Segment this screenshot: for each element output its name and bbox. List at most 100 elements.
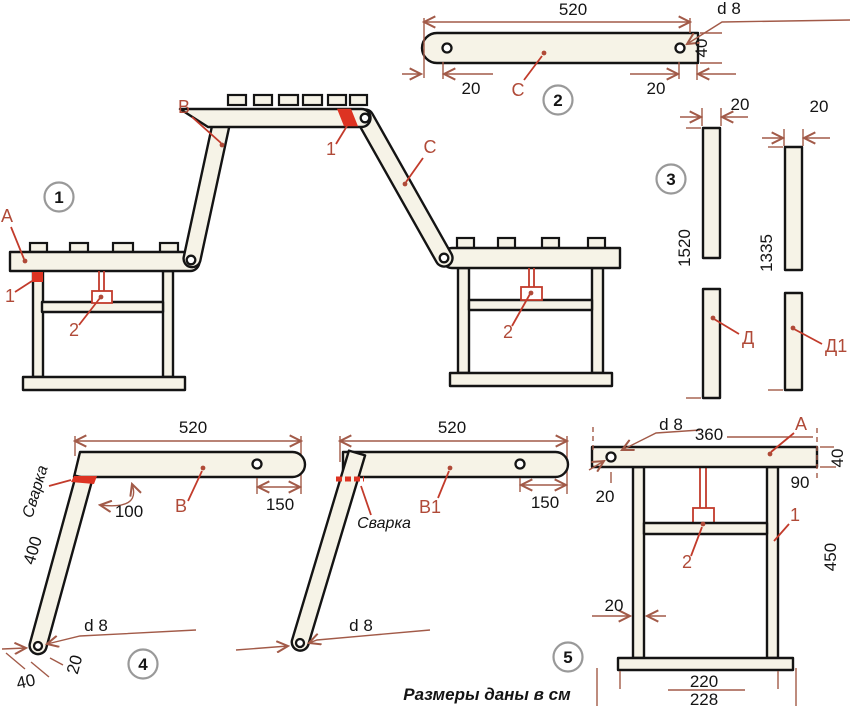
- dim-b1-length: 520: [438, 418, 466, 437]
- dim-150-b: 150: [257, 478, 300, 514]
- bench-seat: [590, 445, 819, 469]
- leader-a: [10, 226, 25, 260]
- label-slat-d1: Д1: [825, 336, 847, 356]
- dim-20-d: 20: [680, 95, 749, 126]
- label-b1-group: В1: [419, 465, 453, 517]
- part-b1-leg: [290, 449, 367, 652]
- label-bracket-left: 2: [69, 320, 79, 340]
- dim-b-angle: 100: [115, 502, 143, 521]
- part-c-hole-right: [674, 42, 686, 54]
- units-note: Размеры даны в см: [403, 685, 571, 704]
- label-part-b: В: [178, 97, 190, 117]
- view-assembly: А В С 1 1 2 2 1: [1, 93, 622, 392]
- dim-40-bench: 40: [820, 446, 847, 468]
- latch-bracket: [692, 507, 715, 524]
- label-1-bench: 1: [773, 505, 800, 542]
- dim-seat-thickness: 40: [828, 449, 847, 468]
- label-slat-d: Д: [742, 328, 754, 348]
- left-bench: [8, 241, 201, 392]
- badge-1-number: 1: [54, 188, 63, 207]
- dim-b-hole-end-offset: 20: [63, 653, 86, 676]
- dim-d8: d 8: [687, 0, 850, 44]
- right-bench-leg-left: [456, 266, 471, 375]
- left-bench-leg-left: [31, 269, 45, 379]
- dim-hole-offset-right: 20: [647, 79, 666, 98]
- dim-20-leg: 20: [592, 596, 666, 616]
- slat-d-upper: [701, 126, 722, 260]
- weld-marker-1-left: [32, 272, 43, 282]
- right-bench-foot: [448, 371, 614, 388]
- dim-bench-hole: d 8: [659, 415, 683, 434]
- dim-360: 360: [592, 425, 818, 480]
- dim-d8-b: d 8: [47, 616, 197, 644]
- leader-bracket-right: [511, 293, 531, 327]
- leader-dot: [22, 258, 28, 264]
- dim-b-hole-offset: 150: [266, 495, 294, 514]
- leader-bracket-left: [78, 297, 101, 326]
- badge-2-number: 2: [553, 91, 562, 110]
- tabletop-slat: [277, 93, 300, 107]
- weld-note-b: Сварка: [20, 463, 52, 520]
- left-bench-seat: [8, 250, 201, 273]
- dim-slat-d1-width: 20: [810, 97, 829, 116]
- dim-bench-height: 450: [821, 543, 840, 571]
- part-b-arm-hole: [251, 458, 263, 470]
- badge-1: 1: [43, 181, 75, 213]
- part-b1-leg-hole: [294, 637, 306, 649]
- dim-slat-d-length: 1520: [675, 229, 694, 267]
- tabletop-slat: [348, 93, 369, 107]
- dim-100-angle: 100: [100, 484, 143, 521]
- weld-joint-b: [71, 476, 97, 484]
- label-part-b1-detail: В1: [419, 497, 441, 517]
- label-svarka-b: Сварка: [20, 463, 72, 520]
- view-part-b1: 520 Сварка В1 150 d 8 5: [235, 418, 584, 673]
- tabletop-slat: [326, 93, 348, 107]
- left-bench-slat: [158, 241, 180, 254]
- part-b-leg-hole: [32, 640, 44, 652]
- dim-220-228: 220 228: [596, 668, 797, 709]
- dim-hole: d 8: [717, 0, 741, 18]
- badge-5-number: 5: [563, 648, 572, 667]
- bench-foot: [616, 656, 795, 672]
- bench-seat-hole: [605, 451, 617, 463]
- bench-leg-left: [631, 465, 646, 660]
- right-bench-slat: [496, 236, 517, 250]
- pivot-hole: [359, 112, 371, 124]
- dim-20-seat: 20: [596, 472, 615, 506]
- dim-leg-width: 20: [605, 596, 624, 615]
- dim-slat-d-width: 20: [731, 95, 750, 114]
- right-bench-slat: [586, 236, 607, 250]
- leader-dot: [219, 142, 225, 148]
- label-d-group: Д: [710, 315, 754, 348]
- label-part-c-detail: С: [512, 80, 525, 100]
- left-bench-foot: [21, 375, 187, 392]
- dim-d8-bench: d 8: [588, 415, 701, 470]
- label-part-c: С: [424, 137, 437, 157]
- leader-dot: [528, 290, 534, 296]
- tabletop-slat: [301, 93, 324, 107]
- view-part-b: 520 Сварка 400 100 В 150 d 8: [1, 418, 307, 693]
- dim-length: 520: [559, 0, 587, 19]
- slat-d-lower: [701, 287, 722, 400]
- label-weld-left: 1: [5, 286, 15, 306]
- dim-40: 40: [692, 32, 722, 64]
- view-part-c: 520 d 8 40 20 20 С: [402, 0, 850, 116]
- dim-b1-hole-offset: 150: [531, 493, 559, 512]
- dim-520: 520: [424, 0, 690, 78]
- bench-leg-right: [765, 465, 780, 660]
- badge-3: 3: [655, 163, 687, 195]
- badge-2: 2: [542, 84, 574, 116]
- dim-slat-d1-length: 1335: [757, 234, 776, 272]
- leader-b: [191, 116, 222, 144]
- right-bench-rail: [467, 298, 594, 312]
- dim-20-left: 20: [402, 62, 493, 98]
- label-c-group: С: [512, 50, 547, 100]
- right-bench-leg-right: [590, 266, 605, 375]
- weld-marker-1-top: [337, 108, 358, 127]
- dim-20-right: 20: [630, 62, 736, 98]
- tabletop-beam: [178, 107, 372, 129]
- dim-bench-hole-offset: 20: [596, 487, 615, 506]
- badge-5: 5: [552, 641, 584, 673]
- label-2-bench: 2: [682, 521, 706, 572]
- leader-weld-left: [14, 280, 33, 293]
